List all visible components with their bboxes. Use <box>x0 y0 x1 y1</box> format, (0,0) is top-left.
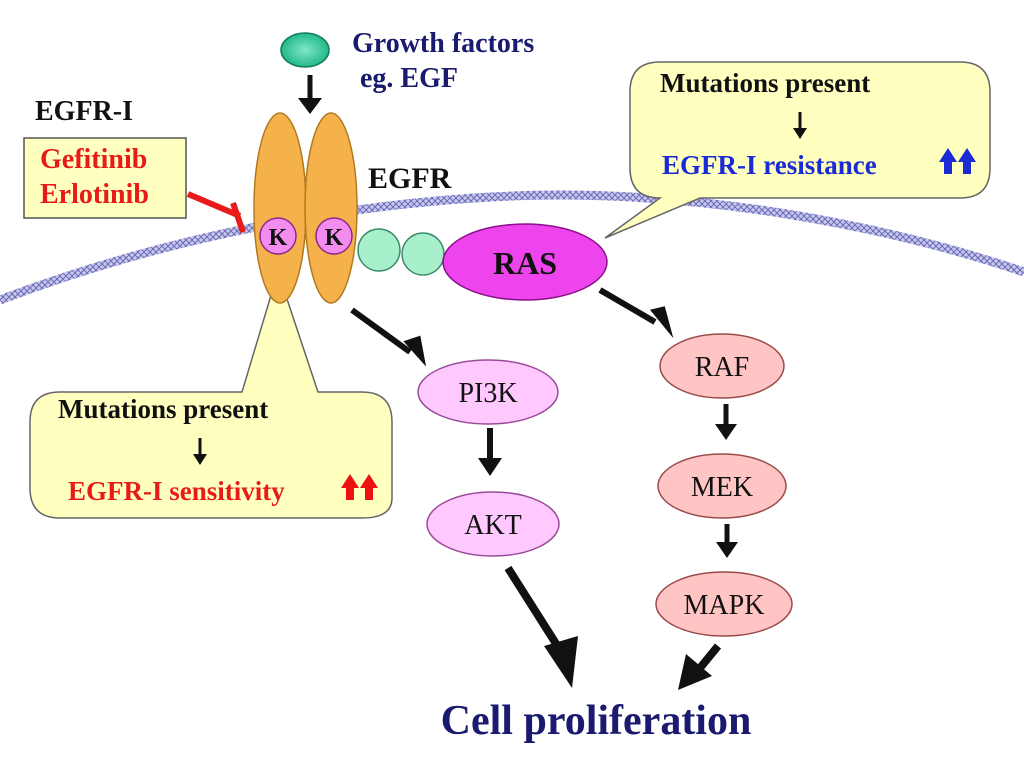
ras-node <box>442 223 608 301</box>
kinase-label-right: K <box>325 225 344 251</box>
kinase-domain-right <box>315 217 353 255</box>
pi3k-node <box>417 359 559 425</box>
callout-resistance-arrow <box>793 112 807 139</box>
raf-label: RAF <box>695 352 749 383</box>
kinase-domain-left <box>259 217 297 255</box>
ras-label: RAS <box>493 245 557 281</box>
arrow-akt-to-proliferation <box>504 565 578 688</box>
raf-node <box>659 333 785 399</box>
inhibitor-bar <box>186 191 246 233</box>
arrow-ras-to-raf <box>598 287 674 339</box>
drug-gefitinib: Gefitinib <box>40 144 147 175</box>
growth-factors-label: Growth factors <box>352 28 534 59</box>
arrow-pi3k-to-akt <box>478 428 502 476</box>
callout-sensitivity-line2: EGFR-I sensitivity <box>68 476 285 506</box>
callout-sensitivity <box>29 269 393 519</box>
mapk-node <box>655 571 793 637</box>
callout-resistance-line1: Mutations present <box>660 68 870 98</box>
callout-sensitivity-line1: Mutations present <box>58 394 268 424</box>
growth-factors-example: eg. EGF <box>360 63 458 94</box>
arrow-mek-to-mapk <box>716 524 738 558</box>
callout-resistance-line2: EGFR-I resistance <box>662 150 877 180</box>
callout-resistance <box>604 61 991 239</box>
egfr-receptor-left <box>253 112 307 304</box>
arrow-mapk-to-proliferation <box>678 643 722 690</box>
callout-sensitivity-arrow <box>193 438 207 465</box>
egfr-label: EGFR <box>368 162 452 195</box>
arrow-egfr-to-pi3k <box>350 307 427 367</box>
kinase-label-left: K <box>269 225 288 251</box>
egfr-i-drug-box <box>23 137 187 219</box>
growth-factor-ligand <box>280 32 330 68</box>
mek-label: MEK <box>691 472 753 503</box>
adaptor-circle-2 <box>401 232 445 276</box>
mapk-label: MAPK <box>684 590 765 621</box>
mek-node <box>657 453 787 519</box>
double-up-arrow-red-icon <box>341 474 378 500</box>
pi3k-label: PI3K <box>458 378 517 409</box>
akt-label: AKT <box>464 510 522 541</box>
drug-erlotinib: Erlotinib <box>40 179 149 210</box>
cell-membrane <box>0 190 1024 305</box>
arrow-raf-to-mek <box>715 404 737 440</box>
akt-node <box>426 491 560 557</box>
egfr-receptor-right <box>304 112 358 304</box>
egfr-i-heading: EGFR-I <box>35 96 133 127</box>
adaptor-circle-1 <box>357 228 401 272</box>
double-up-arrow-blue-icon <box>939 148 976 174</box>
ligand-arrow <box>298 75 322 114</box>
cell-proliferation-label: Cell proliferation <box>441 698 752 744</box>
